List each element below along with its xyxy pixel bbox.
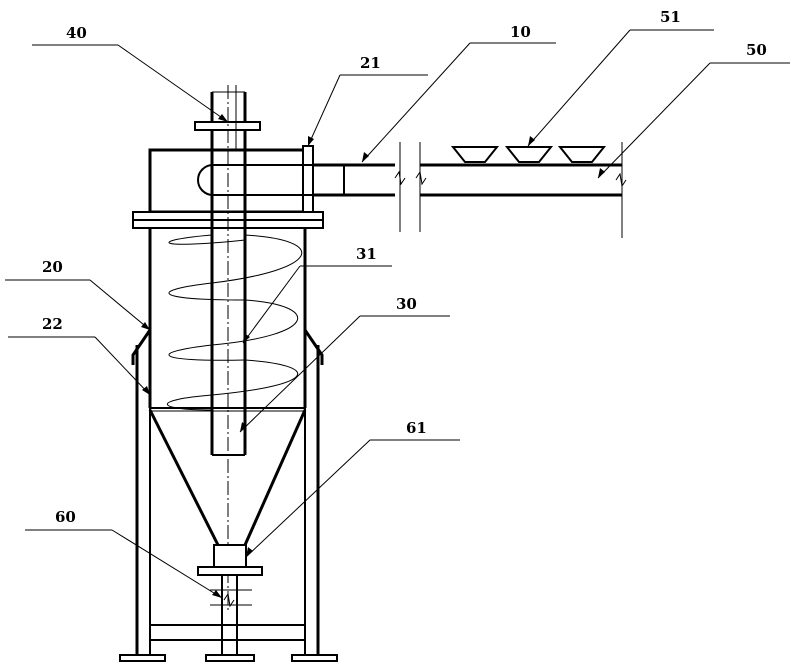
outlet xyxy=(198,545,262,610)
label-60: 60 xyxy=(55,508,76,526)
buckets xyxy=(453,147,604,162)
label-51: 51 xyxy=(660,8,681,26)
label-40: 40 xyxy=(66,24,87,42)
label-20: 20 xyxy=(42,258,63,276)
label-50: 50 xyxy=(746,41,767,59)
label-22: 22 xyxy=(42,315,63,333)
label-30: 30 xyxy=(396,295,417,313)
label-31: 31 xyxy=(356,245,377,263)
spiral-blade xyxy=(167,235,301,410)
label-21: 21 xyxy=(360,54,381,72)
head-flange-21 xyxy=(303,146,313,212)
label-10: 10 xyxy=(510,23,531,41)
label-61: 61 xyxy=(406,419,427,437)
leader-lines xyxy=(5,30,790,598)
